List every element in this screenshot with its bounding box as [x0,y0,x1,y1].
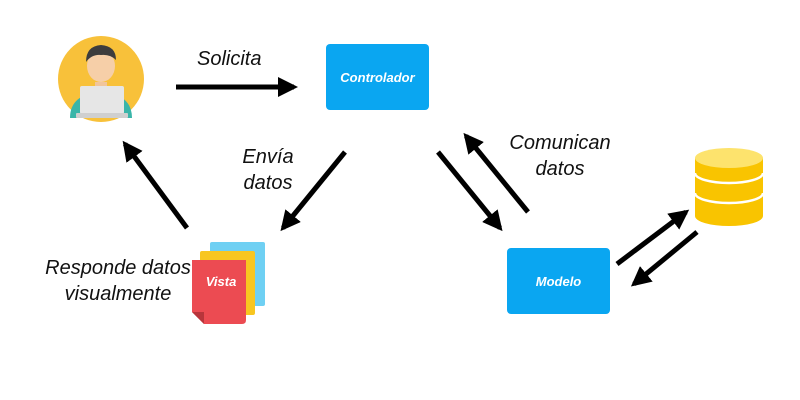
controller-label: Controlador [340,69,415,85]
model-box: Modelo [507,248,610,314]
arrow-db-to-model [630,230,699,287]
controller-box: Controlador [326,44,429,110]
respond-label: Responde datos visualmente [45,257,191,305]
arrow-send [280,150,347,232]
communicate-label: Comunican datos [509,132,611,180]
request-label: Solicita [197,48,262,70]
arrow-model-to-db [615,209,690,266]
document-stack-icon [192,242,265,324]
model-label: Modelo [535,273,582,289]
arrow-controller-to-model [436,150,503,232]
user-at-laptop-icon [58,36,144,122]
view-label: Vista [205,274,237,289]
database-icon [693,148,765,226]
arrow-model-to-controller [463,132,530,214]
arrow-respond [122,140,190,230]
arrows [122,77,699,287]
send-label: Envía datos [242,146,294,194]
